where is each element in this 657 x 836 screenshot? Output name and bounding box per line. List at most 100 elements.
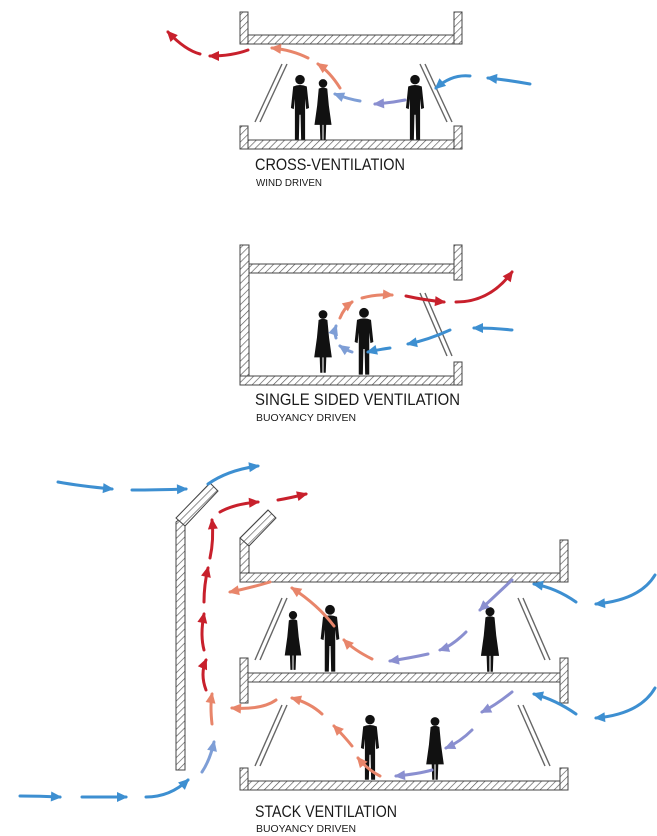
person xyxy=(290,74,310,140)
airflow-arrowhead xyxy=(290,586,303,598)
open-windows xyxy=(254,597,551,767)
person xyxy=(354,307,374,375)
airflow-arrowhead xyxy=(296,491,308,502)
person xyxy=(405,74,425,140)
open-windows xyxy=(254,63,453,123)
airflow-arrowhead xyxy=(532,580,544,591)
person xyxy=(314,310,332,373)
airflow-arrowhead xyxy=(166,30,178,42)
roof-upstand-left xyxy=(239,11,249,45)
airflow-arrowhead xyxy=(332,724,344,736)
diagram-title: SINGLE SIDED VENTILATION xyxy=(255,390,460,409)
airflow-arrowhead xyxy=(356,756,368,769)
airflow-arrowhead xyxy=(117,792,128,802)
airflow-arrowhead xyxy=(207,740,217,752)
airflow-arrowhead xyxy=(316,62,329,74)
floor-upstand-left xyxy=(239,125,249,150)
airflow-arrowhead xyxy=(176,484,188,495)
diagram-subtitle: WIND DRIVEN xyxy=(256,177,322,189)
airflow-arrowhead xyxy=(472,323,483,333)
airflow-arrow xyxy=(594,573,657,606)
floor-slab xyxy=(239,139,463,150)
building-section xyxy=(175,482,569,791)
diagram-title: CROSS-VENTILATION xyxy=(255,155,405,174)
person xyxy=(284,611,302,670)
rear-wall xyxy=(239,244,250,386)
floor-slab xyxy=(239,375,463,386)
airflow-arrowhead xyxy=(341,300,354,312)
airflow-arrowhead xyxy=(270,43,282,54)
building-section xyxy=(239,11,463,150)
diagram-title: STACK VENTILATION xyxy=(255,802,397,821)
person xyxy=(480,607,500,672)
person xyxy=(314,79,332,140)
people xyxy=(290,74,425,140)
roof-upstand-right xyxy=(559,539,569,583)
airflow-arrowhead xyxy=(382,289,394,300)
airflow-arrowhead xyxy=(406,337,418,348)
airflow-arrowhead xyxy=(478,600,490,612)
stack-cap-inner xyxy=(239,509,277,547)
ground-floor-upstand-left xyxy=(239,767,249,791)
airflow-arrowhead xyxy=(532,691,544,702)
roof-slab xyxy=(239,572,569,583)
airflow-arrowhead xyxy=(502,270,514,283)
airflow-arrowhead xyxy=(228,585,240,596)
airflow-arrowhead xyxy=(201,566,211,578)
airflow-arrowhead xyxy=(248,497,260,508)
airflow-arrowhead xyxy=(290,695,303,706)
ground-floor-upstand-right xyxy=(559,767,569,791)
roof-upstand-right xyxy=(453,11,463,45)
roof-upstand-right xyxy=(453,244,463,281)
airflow-arrowhead xyxy=(50,791,62,802)
airflow-arrowhead xyxy=(207,518,218,530)
airflow-arrowhead xyxy=(366,344,378,355)
airflow-arrowhead xyxy=(480,703,493,713)
stack-cap-outer xyxy=(175,482,219,527)
diagram-subtitle: BUOYANCY DRIVEN xyxy=(256,823,356,835)
airflow-arrowhead xyxy=(338,344,351,356)
airflow-arrowhead xyxy=(248,462,260,473)
airflow-arrowhead xyxy=(208,51,219,61)
airflow-arrowhead xyxy=(197,612,208,624)
first-floor-upstand-left xyxy=(239,657,249,704)
people xyxy=(314,307,374,375)
airflow-arrowhead xyxy=(197,658,208,671)
airflow-arrowhead xyxy=(594,598,606,609)
airflow-arrowhead xyxy=(230,703,242,714)
airflow-arrowhead xyxy=(373,98,385,109)
airflow-arrowhead xyxy=(178,778,190,790)
airflow-arrowhead xyxy=(434,78,447,90)
airflow-arrowhead xyxy=(102,483,114,494)
airflow-arrowhead xyxy=(594,712,606,723)
ground-floor-slab xyxy=(239,780,569,791)
airflow-arrowhead xyxy=(434,296,446,307)
cross-ventilation-diagram: CROSS-VENTILATION WIND DRIVEN xyxy=(166,11,532,189)
floor-upstand-right xyxy=(453,361,463,386)
airflow-arrowhead xyxy=(438,642,451,652)
diagram-subtitle: BUOYANCY DRIVEN xyxy=(256,412,356,424)
airflow-arrowhead xyxy=(394,770,406,781)
building-section xyxy=(239,244,463,386)
open-window xyxy=(419,292,453,357)
stack-ventilation-diagram: STACK VENTILATION BUOYANCY DRIVEN xyxy=(18,462,657,835)
first-floor-upstand-right xyxy=(559,657,569,704)
single-sided-ventilation-diagram: SINGLE SIDED VENTILATION BUOYANCY DRIVEN xyxy=(239,244,514,424)
airflow-arrows xyxy=(166,30,532,109)
roof-slab xyxy=(239,263,463,274)
first-floor-slab xyxy=(239,672,569,683)
airflow-arrows xyxy=(328,270,514,356)
airflow-arrow xyxy=(594,686,657,720)
airflow-arrowhead xyxy=(333,92,346,102)
airflow-arrowhead xyxy=(486,73,498,84)
airflow-arrowhead xyxy=(342,638,354,650)
airflow-arrowhead xyxy=(444,739,457,750)
airflow-arrowhead xyxy=(205,692,216,704)
airflow-arrowhead xyxy=(328,324,338,337)
airflow-arrows xyxy=(18,462,657,802)
airflow-arrowhead xyxy=(388,654,400,665)
stack-outer-wall xyxy=(175,513,186,771)
roof-slab xyxy=(239,34,463,45)
floor-upstand-right xyxy=(453,125,463,150)
